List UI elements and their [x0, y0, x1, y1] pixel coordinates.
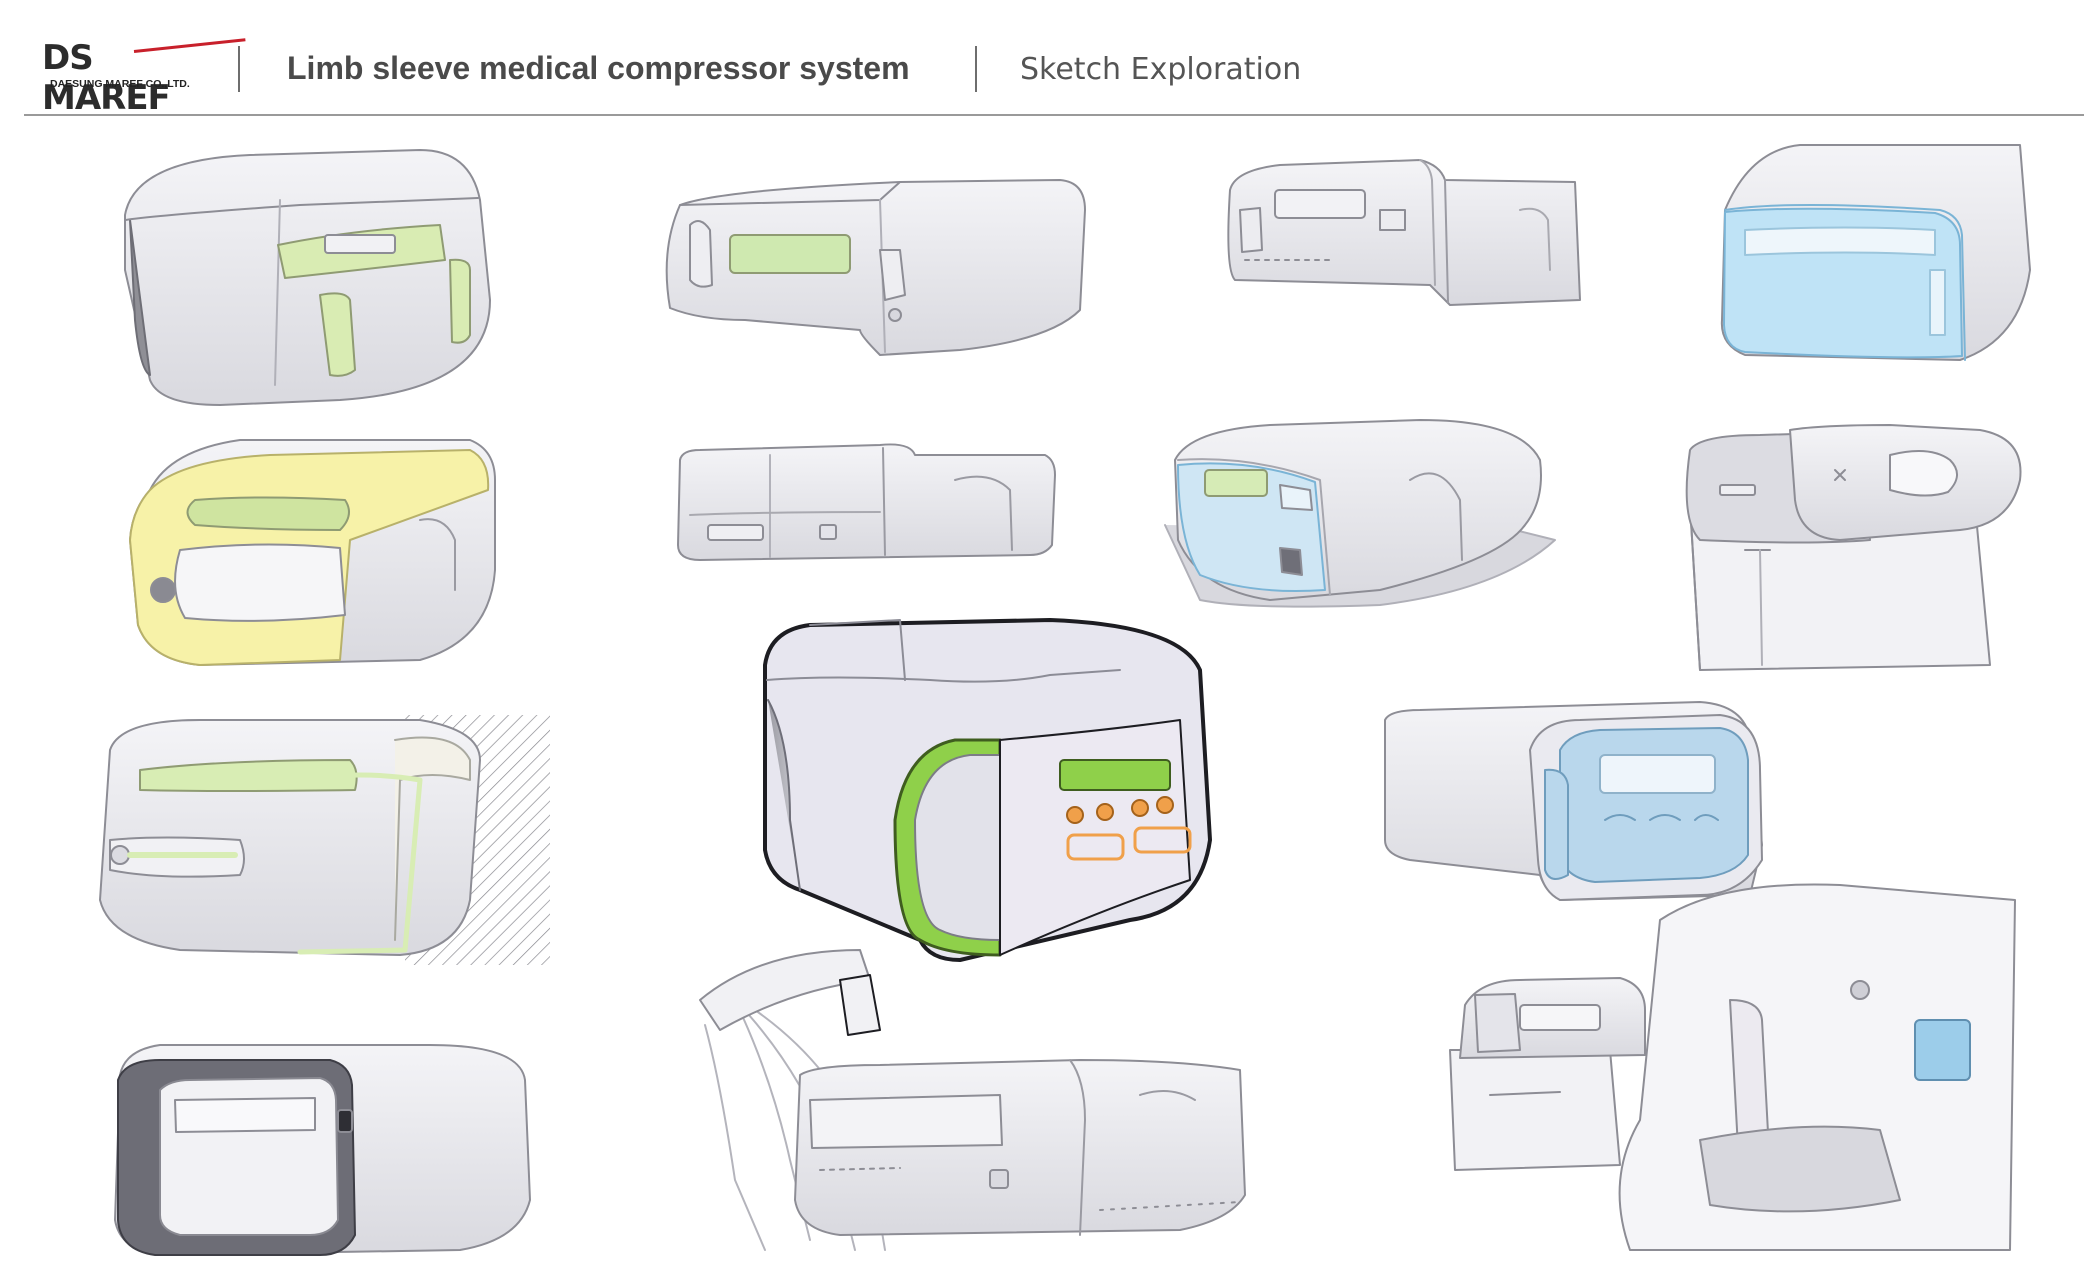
device-sketch-yellow-top — [129, 439, 496, 666]
device-sketch-green-panels — [124, 149, 491, 406]
device-sketch-blue-front — [1164, 419, 1556, 608]
sketch-canvas — [0, 120, 2100, 1270]
header-separator — [975, 46, 977, 92]
device-sketch-blue-band — [1720, 144, 2031, 361]
device-sketch-blue-display-panel — [1384, 701, 1763, 901]
page-header: DS MAREF DAESUNG MAREF CO.,LTD. Limb sle… — [0, 0, 2100, 118]
company-logo: DS MAREF DAESUNG MAREF CO.,LTD. — [42, 38, 246, 118]
logo-wordmark: DS MAREF — [42, 38, 171, 118]
device-sketch-dark-frame — [114, 1044, 531, 1256]
logo-company-name: DAESUNG MAREF CO.,LTD. — [50, 78, 190, 90]
device-sketch-flat-box — [677, 443, 1056, 561]
device-sketch-wall-mounted — [99, 715, 550, 965]
sketch-board — [99, 144, 2031, 1256]
page-title: Limb sleeve medical compressor system — [287, 50, 910, 86]
device-sketch-hero-with-hoses — [699, 618, 1212, 1251]
device-sketch-bedside-detail — [1449, 883, 2016, 1251]
device-sketch-stacked-unit — [1685, 424, 2022, 671]
device-sketch-slim-box — [1227, 159, 1581, 306]
header-rule — [24, 114, 2084, 116]
page-subtitle: Sketch Exploration — [1020, 52, 1302, 87]
device-sketch-long-box — [794, 1059, 1246, 1236]
device-sketch-green-display — [665, 179, 1086, 356]
header-separator — [238, 46, 240, 92]
